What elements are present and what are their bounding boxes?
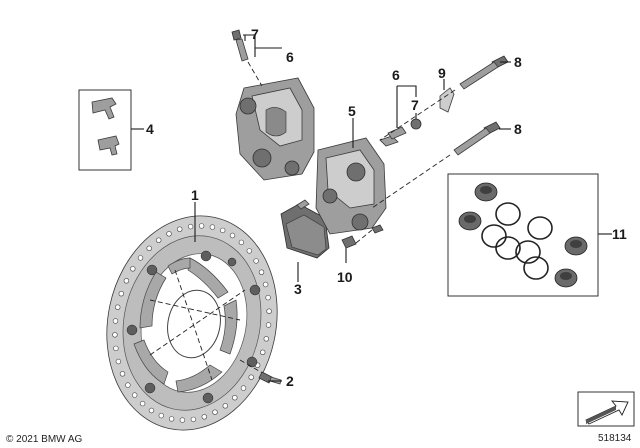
mounting-bolt-lower[interactable]	[371, 121, 501, 209]
piston-seal-kit[interactable]	[447, 173, 599, 297]
disc-vent-hole	[222, 403, 229, 409]
retaining-clip[interactable]	[439, 87, 455, 113]
callout-9: 9	[438, 65, 446, 81]
disc-vent-hole	[148, 407, 155, 414]
disc-vent-hole	[260, 349, 266, 355]
disc-vent-hole	[263, 336, 269, 342]
disc-vent-hole	[240, 385, 247, 391]
disc-vent-hole	[118, 291, 125, 297]
bleed-screw-right[interactable]	[387, 118, 422, 140]
bleed-screw-top[interactable]	[231, 29, 263, 87]
brake-disc[interactable]	[87, 200, 296, 446]
arrow-direction-icon	[577, 391, 635, 427]
callout-7-top: 7	[251, 26, 259, 42]
disc-vent-hole	[262, 281, 269, 288]
callout-10: 10	[337, 269, 353, 285]
callout-1: 1	[191, 187, 199, 203]
pad-spring-kit[interactable]	[78, 89, 132, 171]
disc-vent-hole	[166, 231, 172, 237]
disc-vent-hole	[137, 255, 144, 261]
disc-vent-hole	[113, 345, 119, 352]
callout-7-right: 7	[411, 97, 419, 113]
disc-vent-hole	[238, 239, 245, 246]
leader-lines	[131, 34, 612, 382]
disc-vent-hole	[220, 227, 226, 234]
disc-vent-hole	[158, 412, 165, 419]
disc-vent-hole	[209, 224, 216, 230]
disc-vent-hole	[265, 294, 271, 301]
disc-vent-hole	[123, 278, 130, 284]
disc-vent-hole	[119, 371, 126, 377]
callout-3: 3	[294, 281, 302, 297]
copyright-text: © 2021 BMW AG	[6, 434, 83, 445]
disc-vent-hole	[132, 392, 138, 398]
pad-pin[interactable]	[341, 224, 384, 249]
disc-vent-hole	[177, 226, 183, 232]
disc-vent-hole	[156, 237, 162, 243]
callout-11: 11	[612, 226, 627, 242]
brake-pad[interactable]	[280, 199, 330, 259]
callout-6-right: 6	[392, 67, 400, 83]
callout-2: 2	[286, 373, 294, 389]
disc-vent-hole	[232, 395, 238, 401]
disc-vent-hole	[258, 269, 265, 275]
disc-vent-hole	[198, 223, 205, 229]
disc-vent-hole	[112, 332, 118, 338]
disc-vent-hole	[168, 416, 175, 422]
disc-vent-hole	[187, 223, 194, 230]
disc-vent-hole	[125, 382, 131, 388]
callout-6-top: 6	[286, 49, 294, 65]
callout-5: 5	[348, 103, 356, 119]
disc-vent-hole	[179, 417, 186, 423]
disc-vent-hole	[112, 318, 119, 324]
disc-vent-hole	[248, 374, 254, 380]
brake-caliper-left[interactable]	[235, 77, 315, 181]
callout-4: 4	[146, 121, 154, 137]
disc-vent-hole	[212, 409, 218, 415]
disc-vent-hole	[130, 266, 136, 272]
callout-8-lower: 8	[514, 121, 522, 137]
disc-vent-hole	[139, 400, 146, 407]
disc-vent-hole	[266, 308, 272, 314]
callout-8-upper: 8	[514, 54, 522, 70]
brake-caliper-right[interactable]	[315, 135, 399, 235]
disc-vent-hole	[114, 304, 121, 310]
disc-vent-hole	[265, 322, 272, 328]
disc-vent-hole	[190, 416, 197, 423]
disc-vent-hole	[201, 414, 208, 420]
disc-vent-hole	[229, 232, 236, 239]
disc-vent-hole	[246, 248, 253, 254]
disc-vent-hole	[253, 258, 259, 264]
diagram-number: 518134	[598, 433, 632, 444]
disc-vent-hole	[146, 245, 152, 252]
disc-vent-hole	[115, 358, 122, 365]
